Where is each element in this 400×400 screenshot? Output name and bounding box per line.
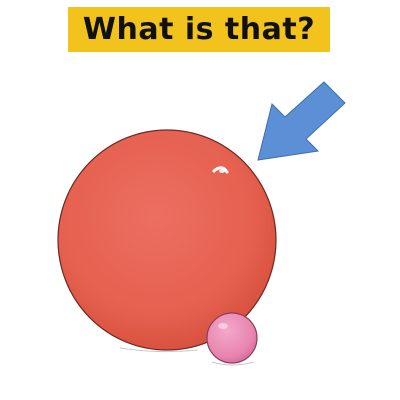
title-banner: What is that? [68, 7, 330, 52]
small-pink-ball [206, 312, 258, 366]
big-red-ball [57, 129, 277, 353]
page-title: What is that? [82, 11, 316, 47]
arrow-down-left-icon [257, 81, 346, 161]
